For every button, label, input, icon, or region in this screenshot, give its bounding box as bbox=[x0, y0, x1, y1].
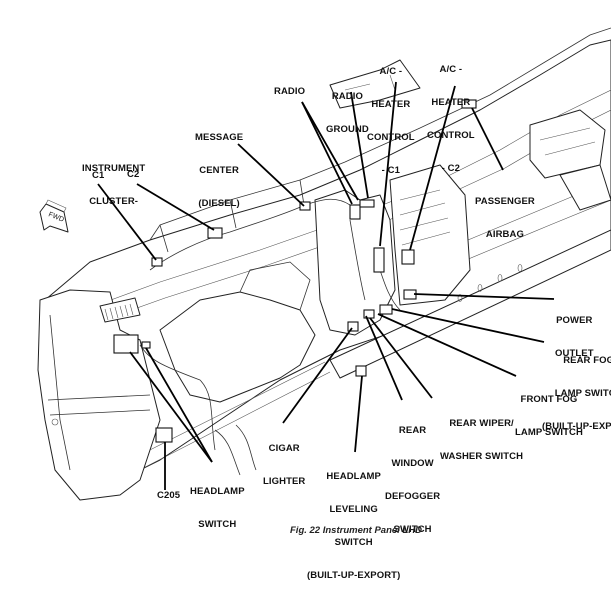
label-message-center: MESSAGE CENTER (DIESEL) bbox=[195, 110, 243, 220]
label-rear-window-defogger-switch: REAR WINDOW DEFOGGER SWITCH bbox=[385, 403, 440, 546]
label-cluster-c1: C1 bbox=[92, 170, 104, 181]
label-line: HEADLAMP bbox=[326, 471, 381, 482]
label-line: GROUND bbox=[326, 124, 369, 135]
label-line: SWITCH bbox=[334, 537, 373, 548]
label-line: LAMP SWITCH bbox=[554, 388, 611, 399]
label-line: (DIESEL) bbox=[198, 198, 240, 209]
label-headlamp-leveling-switch: HEADLAMP LEVELING SWITCH (BUILT-UP-EXPOR… bbox=[307, 449, 400, 592]
label-line: CENTER bbox=[199, 165, 239, 176]
leader-defogger bbox=[365, 315, 403, 401]
label-line: REAR FOG bbox=[563, 355, 611, 366]
leader-lines bbox=[97, 81, 555, 490]
label-line: - C2 bbox=[441, 163, 461, 174]
label-front-fog-lamp-switch: FRONT FOG LAMP SWITCH bbox=[515, 372, 583, 449]
leader-power-outlet bbox=[413, 293, 555, 300]
label-line: CONTROL bbox=[367, 132, 415, 143]
label-line: WINDOW bbox=[391, 458, 434, 469]
leader-headlamp-switch-a bbox=[129, 351, 213, 463]
label-line: C205 bbox=[157, 490, 181, 501]
label-ac-heater-control-c1: A/C - HEATER CONTROL - C1 bbox=[367, 44, 415, 187]
figure-caption: Fig. 22 Instrument Panel LHD bbox=[290, 525, 422, 536]
label-line: CLUSTER- bbox=[89, 196, 139, 207]
leader-headlamp-switch-b bbox=[145, 347, 213, 463]
label-ac-heater-control-c2: A/C - HEATER CONTROL - C2 bbox=[427, 42, 475, 185]
connectors bbox=[113, 99, 477, 443]
leader-radio-a bbox=[301, 101, 353, 205]
label-instrument-cluster: INSTRUMENT CLUSTER- bbox=[82, 141, 145, 218]
label-line: CIGAR bbox=[268, 443, 300, 454]
leader-message-center bbox=[237, 143, 305, 207]
label-line: HEATER bbox=[431, 97, 471, 108]
label-line: SWITCH bbox=[198, 519, 237, 530]
label-rear-wiper-washer-switch: REAR WIPER/ WASHER SWITCH bbox=[440, 396, 523, 473]
leader-front-fog bbox=[377, 313, 517, 377]
label-passenger-airbag: PASSENGER AIRBAG bbox=[475, 174, 535, 251]
label-line: LIGHTER bbox=[263, 476, 306, 487]
label-line: C1 bbox=[92, 170, 105, 181]
label-line: CONTROL bbox=[427, 130, 475, 141]
label-cigar-lighter: CIGAR LIGHTER bbox=[263, 421, 305, 498]
label-line: FRONT FOG bbox=[520, 394, 578, 405]
label-line: PASSENGER bbox=[475, 196, 535, 207]
label-rear-fog-lamp-switch: REAR FOG LAMP SWITCH (BUILT-UP-EXPORT) bbox=[542, 333, 611, 443]
label-line: LAMP SWITCH bbox=[515, 427, 583, 438]
label-cluster-c2: C2 bbox=[127, 169, 139, 180]
label-line: POWER bbox=[556, 315, 593, 326]
label-headlamp-switch: HEADLAMP SWITCH bbox=[190, 464, 245, 541]
label-line: REAR WIPER/ bbox=[449, 418, 514, 429]
label-line: LEVELING bbox=[329, 504, 378, 515]
leader-headlamp-leveling bbox=[354, 375, 363, 453]
label-line: - C1 bbox=[381, 165, 401, 176]
leader-cluster-c2 bbox=[136, 183, 215, 231]
leader-radio-b bbox=[301, 101, 359, 201]
label-line: SWITCH bbox=[393, 524, 432, 535]
label-radio-ground: RADIO GROUND bbox=[326, 69, 369, 146]
label-line: INSTRUMENT bbox=[82, 163, 146, 174]
fwd-arrow-badge bbox=[39, 199, 69, 233]
label-c205: C205 bbox=[157, 490, 180, 501]
label-power-outlet: POWER OUTLET bbox=[555, 293, 594, 370]
leader-cluster-c1 bbox=[97, 183, 157, 261]
passenger-side bbox=[529, 109, 611, 211]
leader-rear-wiper bbox=[369, 317, 433, 399]
label-line: HEATER bbox=[371, 99, 411, 110]
leader-radio-ground bbox=[350, 91, 369, 199]
label-line: A/C - bbox=[439, 64, 463, 75]
leader-ac-c1 bbox=[379, 81, 397, 247]
label-line: A/C - bbox=[379, 66, 403, 77]
label-line: DEFOGGER bbox=[385, 491, 441, 502]
label-line: C2 bbox=[127, 169, 140, 180]
label-line: RADIO bbox=[274, 86, 306, 97]
label-line: OUTLET bbox=[555, 348, 594, 359]
leader-ac-c2 bbox=[409, 85, 456, 251]
label-line: RADIO bbox=[331, 91, 363, 102]
label-line: MESSAGE bbox=[195, 132, 244, 143]
leader-rear-fog bbox=[391, 308, 545, 343]
label-line: (BUILT-UP-EXPORT) bbox=[307, 570, 401, 581]
label-line: HEADLAMP bbox=[190, 486, 245, 497]
label-radio: RADIO bbox=[274, 86, 305, 97]
label-line: (BUILT-UP-EXPORT) bbox=[542, 421, 611, 432]
label-line: WASHER SWITCH bbox=[440, 451, 524, 462]
leader-passenger-airbag bbox=[471, 107, 504, 171]
label-line: REAR bbox=[398, 425, 427, 436]
label-line: AIRBAG bbox=[485, 229, 524, 240]
leader-cigar-lighter bbox=[282, 327, 353, 424]
